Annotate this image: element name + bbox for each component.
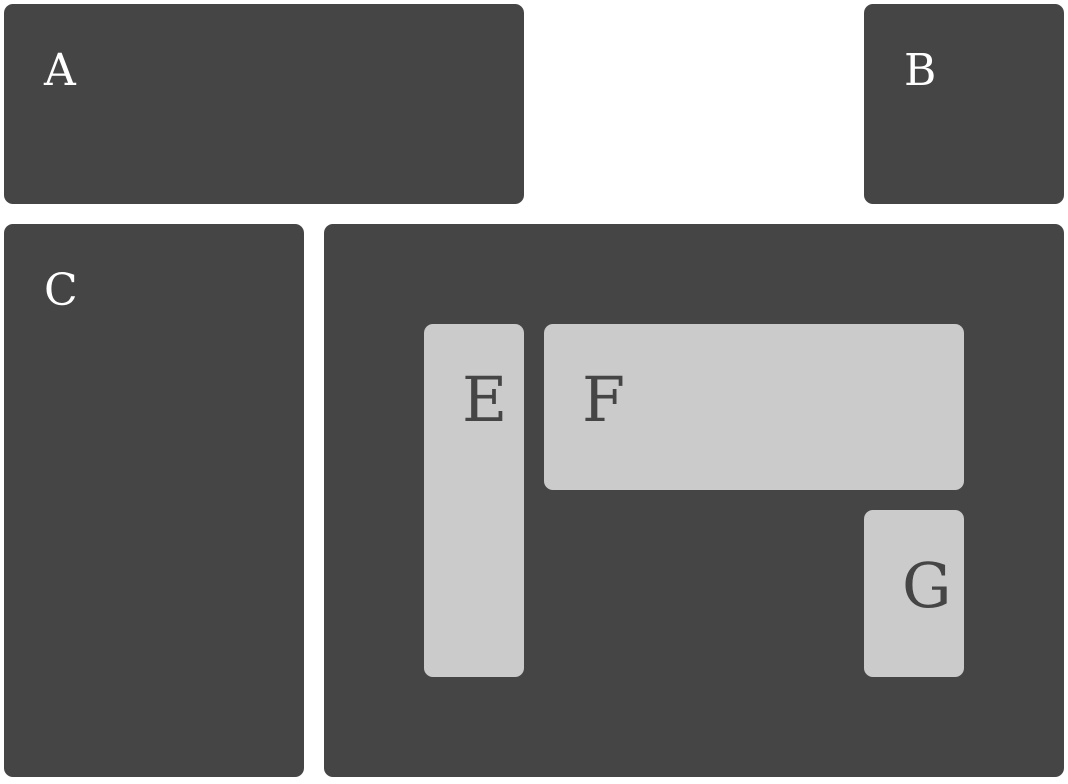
box-e-label: E [462, 363, 508, 436]
box-c: C [4, 224, 304, 777]
box-b-label: B [904, 45, 937, 96]
box-c-label: C [44, 265, 78, 316]
box-d-container: E F G [324, 224, 1064, 777]
box-g: G [864, 510, 964, 677]
box-f-label: F [582, 363, 626, 436]
box-a-label: A [44, 45, 76, 96]
box-b: B [864, 4, 1064, 204]
box-g-label: G [902, 549, 952, 622]
box-e: E [424, 324, 524, 677]
box-a: A [4, 4, 524, 204]
box-f: F [544, 324, 964, 490]
